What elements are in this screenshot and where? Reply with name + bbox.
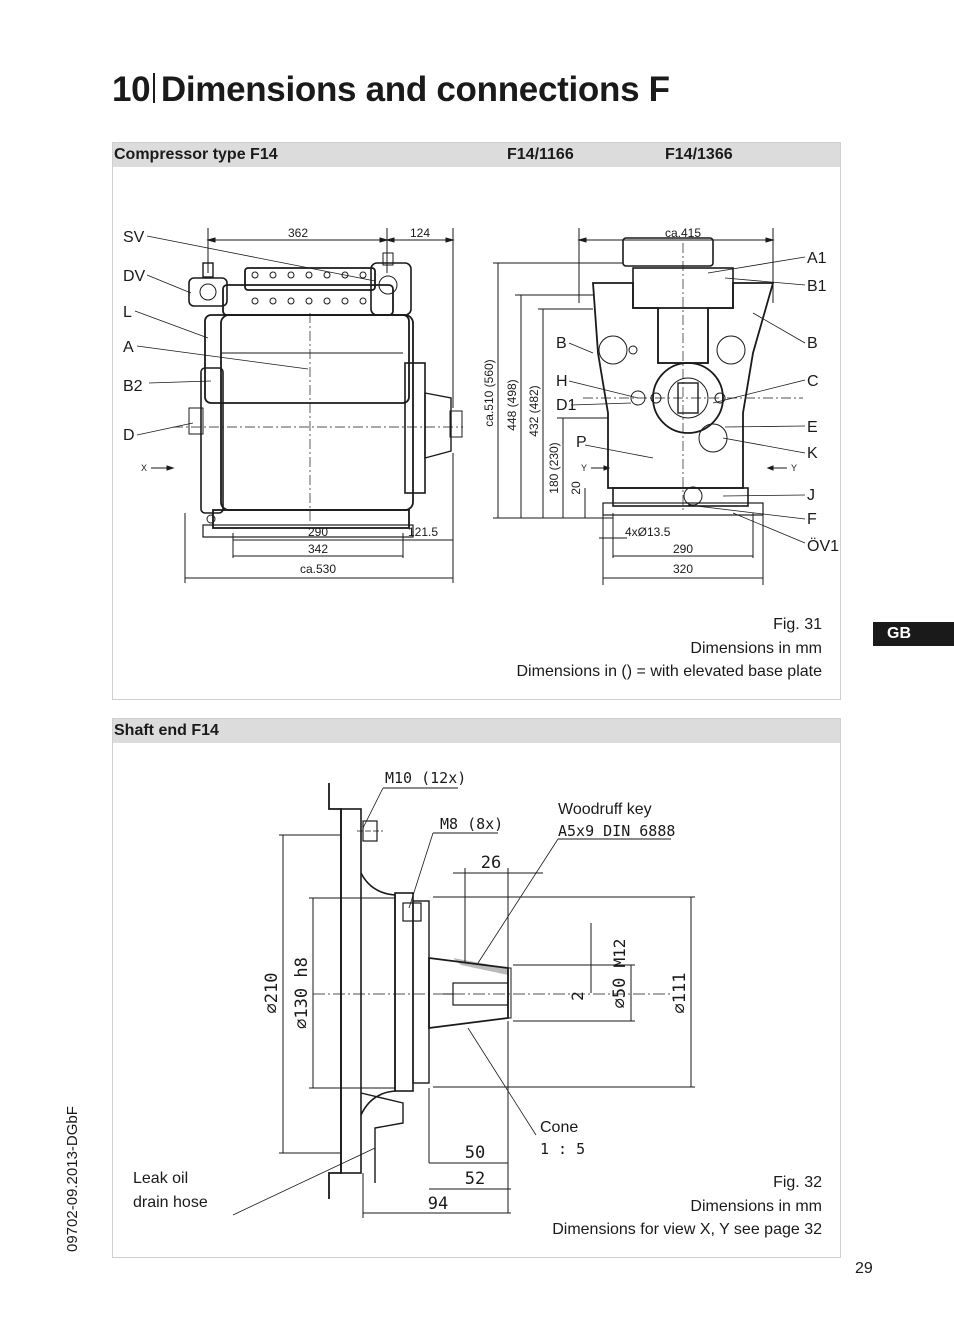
dim-121-5: 121.5 [408,525,438,539]
dim-20: 20 [569,481,583,495]
language-tab: GB [873,622,954,646]
view-y-mark-left: Y [581,463,587,473]
dim-ca415: ca.415 [665,226,701,240]
dim-50: 50 [465,1143,485,1163]
label-e: E [807,419,818,436]
view-y-mark-right: Y [791,463,797,473]
label-b-right: B [807,335,818,352]
label-d1: D1 [556,397,577,414]
label-dv: DV [123,268,146,285]
label-m10: M10 (12x) [385,769,466,787]
dim-dia210: ⌀210 [262,973,282,1014]
dim-432: 432 (482) [527,385,541,436]
label-ov1: ÖV1 [807,537,839,555]
dim-448: 448 (498) [505,379,519,430]
label-b1: B1 [807,278,827,295]
dim-52: 52 [465,1169,485,1189]
label-c: C [807,373,819,390]
label-m8: M8 (8x) [440,815,503,833]
dim-320: 320 [673,562,693,576]
label-cone-ratio: 1 : 5 [540,1140,585,1158]
compressor-drawing: 362 124 [123,226,839,585]
label-d: D [123,427,135,444]
panel-header: Compressor type F14 F14/1166 F14/1366 [113,143,840,167]
label-l: L [123,304,132,321]
label-b2: B2 [123,378,143,395]
dim-ca510: ca.510 (560) [482,359,496,426]
dim-290: 290 [308,525,328,539]
page-number: 29 [855,1260,873,1277]
dim-ca530: ca.530 [300,562,336,576]
compressor-panel: Compressor type F14 F14/1166 F14/1366 36… [112,142,841,700]
dim-26: 26 [481,853,501,873]
panel-header: Shaft end F14 [113,719,840,743]
document-number: 09702-09.2013-DGbF [64,1106,81,1252]
dim-2: 2 [568,991,587,1001]
label-cone: Cone [540,1119,578,1136]
dim-124: 124 [410,226,430,240]
label-drain-hose: drain hose [133,1194,208,1211]
dim-4x13-5: 4xØ13.5 [625,525,671,539]
shaft-end-drawing: ⌀210 ⌀130 h8 ⌀50 ⌀111 M12 2 26 50 52 94 … [133,769,695,1218]
model-f14-1166: F14/1166 [507,146,574,163]
label-p: P [576,434,587,451]
dim-dia111: ⌀111 [670,973,690,1014]
dim-dia130: ⌀130 h8 [292,957,312,1029]
compressor-type-heading: Compressor type F14 [114,146,278,163]
dim-290-front: 290 [673,542,693,556]
label-b-front: B [556,335,567,352]
fig31-caption: Fig. 31 Dimensions in mm Dimensions in (… [516,616,823,680]
label-leak-oil: Leak oil [133,1170,188,1187]
label-woodruff-key: Woodruff key [558,801,652,818]
side-view: 362 124 [123,226,463,583]
label-a: A [123,339,134,356]
dim-dia50: ⌀50 [610,978,630,1009]
view-x-mark: X [141,463,147,473]
label-woodruff-spec: A5x9 DIN 6888 [558,822,675,840]
label-f: F [807,511,817,528]
dim-94: 94 [428,1194,448,1214]
model-f14-1366: F14/1366 [665,146,733,163]
label-a1: A1 [807,250,827,267]
label-h: H [556,373,568,390]
dim-362: 362 [288,226,308,240]
dim-342: 342 [308,542,328,556]
fig32-caption: Fig. 32 Dimensions in mm Dimensions for … [552,1174,822,1238]
label-j: J [807,487,815,504]
label-sv: SV [123,229,145,246]
front-view: ca.415 Y Y [482,226,839,585]
dim-m12: M12 [610,939,629,968]
label-k: K [807,445,818,462]
shaft-end-heading: Shaft end F14 [114,722,219,739]
shaft-end-panel: Shaft end F14 ⌀210 ⌀130 h8 ⌀50 ⌀111 [112,718,841,1258]
dim-180: 180 (230) [547,442,561,493]
